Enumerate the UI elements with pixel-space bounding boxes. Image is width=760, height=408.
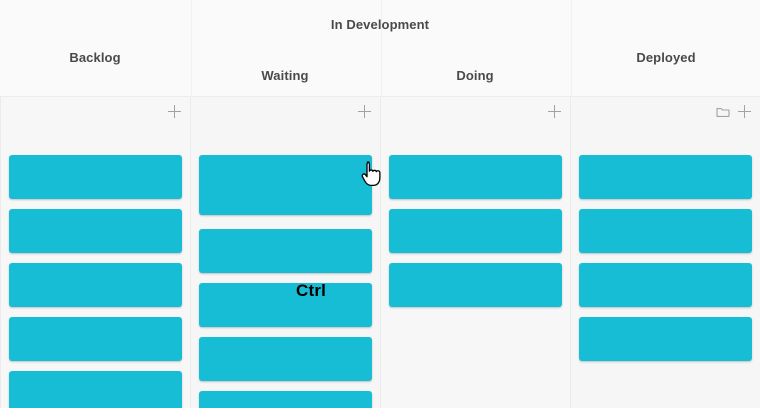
header-divider bbox=[571, 0, 572, 97]
card[interactable] bbox=[9, 155, 182, 199]
card[interactable] bbox=[389, 263, 562, 307]
header-column-waiting: Waiting bbox=[261, 68, 309, 83]
column-toolbar-deployed bbox=[716, 97, 760, 126]
header-column-backlog: Backlog bbox=[69, 50, 121, 65]
card[interactable] bbox=[199, 229, 372, 273]
card[interactable] bbox=[389, 155, 562, 199]
add-card-icon[interactable] bbox=[358, 104, 372, 119]
card[interactable] bbox=[9, 209, 182, 253]
card-list-waiting bbox=[191, 126, 380, 408]
column-toolbar-doing bbox=[548, 97, 570, 126]
card[interactable] bbox=[579, 155, 752, 199]
add-card-icon[interactable] bbox=[168, 104, 182, 119]
add-card-icon[interactable] bbox=[738, 104, 752, 119]
column-backlog[interactable] bbox=[0, 97, 191, 408]
card[interactable] bbox=[9, 317, 182, 361]
header-divider bbox=[381, 0, 382, 97]
header-group-in-development: In Development bbox=[330, 17, 430, 32]
folder-icon[interactable] bbox=[716, 105, 730, 119]
column-toolbar-waiting bbox=[358, 97, 380, 126]
card[interactable] bbox=[199, 283, 372, 327]
column-deployed[interactable] bbox=[571, 97, 760, 408]
header-column-doing: Doing bbox=[456, 68, 494, 83]
column-waiting[interactable] bbox=[191, 97, 381, 408]
card-list-doing bbox=[381, 126, 570, 408]
card[interactable] bbox=[579, 209, 752, 253]
card[interactable] bbox=[9, 263, 182, 307]
header-column-deployed: Deployed bbox=[636, 50, 696, 65]
card-list-deployed bbox=[571, 126, 760, 408]
add-card-icon[interactable] bbox=[548, 104, 562, 119]
card[interactable] bbox=[199, 337, 372, 381]
header-divider bbox=[191, 0, 192, 97]
card[interactable] bbox=[579, 263, 752, 307]
card[interactable] bbox=[199, 155, 372, 215]
card[interactable] bbox=[389, 209, 562, 253]
card-list-backlog bbox=[1, 126, 190, 408]
column-doing[interactable] bbox=[381, 97, 571, 408]
card[interactable] bbox=[9, 371, 182, 408]
board-header: In Development Backlog Waiting Doing Dep… bbox=[0, 0, 760, 97]
column-toolbar-backlog bbox=[168, 97, 190, 126]
card[interactable] bbox=[579, 317, 752, 361]
card[interactable] bbox=[199, 391, 372, 408]
